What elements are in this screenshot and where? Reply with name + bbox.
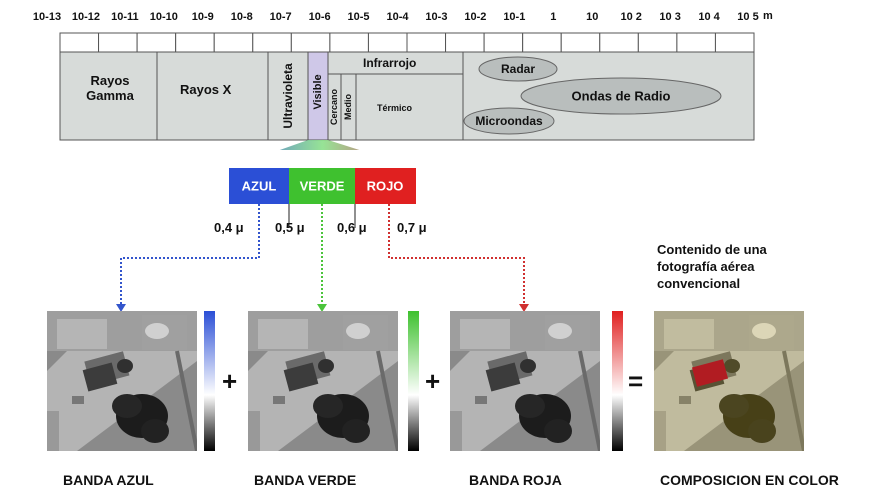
arrow-red <box>388 204 525 306</box>
wavelength-tick: 10-7 <box>269 11 292 23</box>
edge-label-0-5: 0,5 μ <box>275 220 305 235</box>
arrowhead-green <box>317 304 327 312</box>
wavelength-tick: 10-13 <box>32 11 62 23</box>
radar-ellipse <box>478 56 558 82</box>
caption-red: BANDA ROJA <box>469 472 562 488</box>
band-label-blue: AZUL <box>241 178 277 194</box>
gamma-label: Rayos Gamma <box>86 73 134 103</box>
scale-bar-green <box>408 311 419 451</box>
edge-label-0-4: 0,4 μ <box>214 220 244 235</box>
wavelength-tick: 10-11 <box>111 11 139 23</box>
radio-ellipse <box>520 77 722 115</box>
photo-blue-band <box>47 311 197 451</box>
uv-label: Ultravioleta <box>281 63 295 129</box>
caption-blue: BANDA AZUL <box>63 472 154 488</box>
wavelength-tick: 10 2 <box>620 11 642 23</box>
photo-green-band <box>248 311 398 451</box>
scale-cell <box>522 32 562 53</box>
band-label-red: ROJO <box>366 178 404 194</box>
wavelength-unit: m <box>763 10 773 22</box>
plus-operator-2: + <box>425 366 441 396</box>
radar-label: Radar <box>500 62 536 76</box>
scale-cell <box>483 32 524 53</box>
wavelength-tick: 10-4 <box>386 11 409 23</box>
wavelength-tick: 10-9 <box>191 11 214 23</box>
scale-cell <box>445 32 485 53</box>
band-arrows <box>116 204 529 312</box>
scale-cell <box>98 32 138 53</box>
scale-cell <box>59 32 100 53</box>
wavelength-tick: 10-8 <box>230 11 253 23</box>
scale-cell <box>676 32 716 53</box>
spectrum-chart <box>59 32 755 150</box>
scale-cell <box>329 32 369 53</box>
wavelength-tick: 1 <box>550 11 557 23</box>
wavelength-tick: 10-3 <box>425 11 448 23</box>
scale-cell <box>637 32 678 53</box>
photo-composite <box>654 311 804 451</box>
plus-operator-1: + <box>222 366 238 396</box>
caption-composite: COMPOSICION EN COLOR <box>660 472 839 488</box>
scale-cell <box>252 32 292 53</box>
band-box-blue <box>229 168 289 204</box>
radio-label: Ondas de Radio <box>571 88 671 104</box>
edge-label-0-7: 0,7 μ <box>397 220 427 235</box>
wavelength-tick: 10 <box>586 11 599 23</box>
scale-cell <box>290 32 331 53</box>
thermal-ir-label: Térmico <box>377 103 413 113</box>
scale-cell <box>560 32 601 53</box>
scale-cell <box>136 32 177 53</box>
scale-cells <box>59 32 755 53</box>
medium-ir-label: Medio <box>343 94 353 120</box>
wavelength-tick: 10-12 <box>71 11 101 23</box>
scale-bar-blue <box>204 311 215 451</box>
microwave-ellipse <box>463 107 555 135</box>
scale-cell <box>175 32 215 53</box>
wavelength-tick: 10-1 <box>503 11 526 23</box>
band-box-red <box>355 168 416 204</box>
wavelength-tick: 10-2 <box>464 11 487 23</box>
microwave-label: Microondas <box>475 114 543 128</box>
wavelength-tick: 10 5 <box>737 11 759 23</box>
xray-label: Rayos X <box>180 82 232 97</box>
scale-cell <box>599 32 639 53</box>
visible-fan <box>279 140 360 150</box>
caption-green: BANDA VERDE <box>254 472 357 488</box>
arrowhead-blue <box>116 304 126 312</box>
photo-red-band <box>450 311 600 451</box>
wavelength-tick: 10-10 <box>149 11 178 23</box>
infrared-label: Infrarrojo <box>363 56 417 70</box>
equals-operator: = <box>628 366 644 396</box>
scale-cell <box>213 32 254 53</box>
band-box-green <box>289 168 355 204</box>
visible-label: Visible <box>312 74 324 110</box>
arrowhead-red <box>519 304 529 312</box>
near-ir-label: Cercano <box>329 88 339 126</box>
scale-cell <box>367 32 408 53</box>
wavelength-tick: 10-6 <box>308 11 331 23</box>
band-label-green: VERDE <box>299 178 345 194</box>
photo-note: Contenido de una fotografía aérea conven… <box>657 242 767 291</box>
wavelength-tick: 10 3 <box>659 11 681 23</box>
wavelength-tick: 10 4 <box>698 11 720 23</box>
scale-cell <box>406 32 447 53</box>
arrow-blue <box>120 204 260 306</box>
scale-cell <box>714 32 755 53</box>
wavelength-tick: 10-5 <box>347 11 370 23</box>
scale-bar-red <box>612 311 623 451</box>
edge-label-0-6: 0,6 μ <box>337 220 367 235</box>
